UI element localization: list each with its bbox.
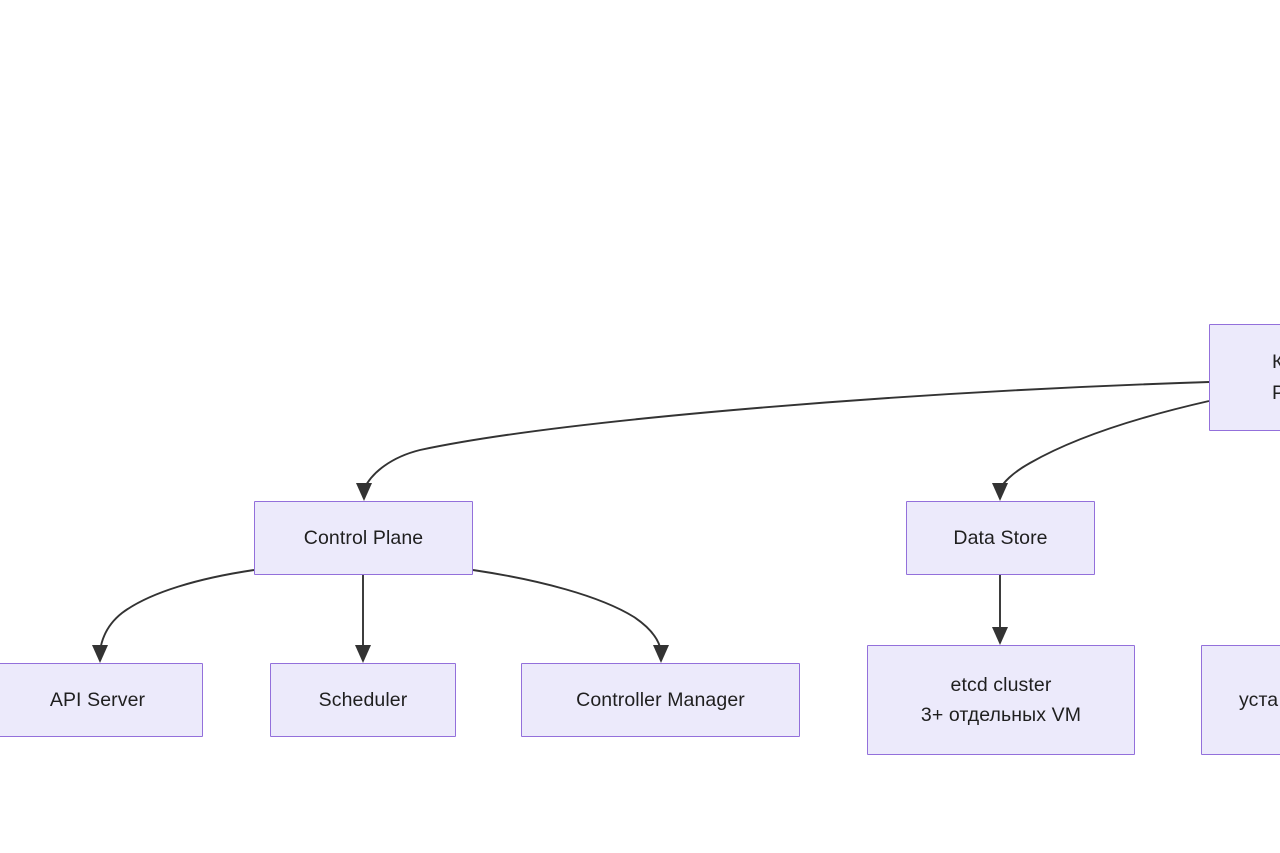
node-data-store[interactable]: Data Store	[906, 501, 1095, 575]
node-data-store-label: Data Store	[953, 526, 1048, 549]
node-control-plane-label: Control Plane	[303, 526, 424, 549]
arrowhead-control-plane	[356, 483, 372, 501]
arrowhead-etcd-cluster	[992, 627, 1008, 645]
node-api-server[interactable]: API Server	[0, 663, 203, 737]
node-cluster-line-1: К	[1272, 351, 1280, 374]
edge-control-plane-to-api-server	[99, 569, 255, 652]
arrowhead-controller-manager	[653, 645, 669, 663]
arrowhead-data-store	[992, 483, 1008, 501]
node-install-label: уста	[1239, 688, 1279, 711]
node-cluster-line-2: Раз	[1272, 381, 1280, 404]
node-etcd-cluster-line-1: etcd cluster	[950, 673, 1052, 696]
node-controller-manager[interactable]: Controller Manager	[521, 663, 800, 737]
arrowhead-api-server	[92, 645, 108, 663]
node-api-server-label: API Server	[49, 688, 146, 711]
node-etcd-cluster[interactable]: etcd cluster 3+ отдельных VM	[867, 645, 1135, 755]
edge-cluster-to-data-store	[999, 400, 1210, 490]
node-scheduler[interactable]: Scheduler	[270, 663, 456, 737]
edge-cluster-to-control-plane	[363, 381, 1210, 490]
arrowhead-scheduler	[355, 645, 371, 663]
node-etcd-cluster-line-2: 3+ отдельных VM	[920, 704, 1082, 726]
node-scheduler-label: Scheduler	[318, 688, 408, 711]
node-install[interactable]: уста	[1201, 645, 1280, 755]
edge-control-plane-to-controller-manager	[472, 569, 662, 652]
node-cluster[interactable]: К Раз	[1209, 324, 1280, 431]
node-controller-manager-label: Controller Manager	[576, 688, 745, 711]
node-control-plane[interactable]: Control Plane	[254, 501, 473, 575]
